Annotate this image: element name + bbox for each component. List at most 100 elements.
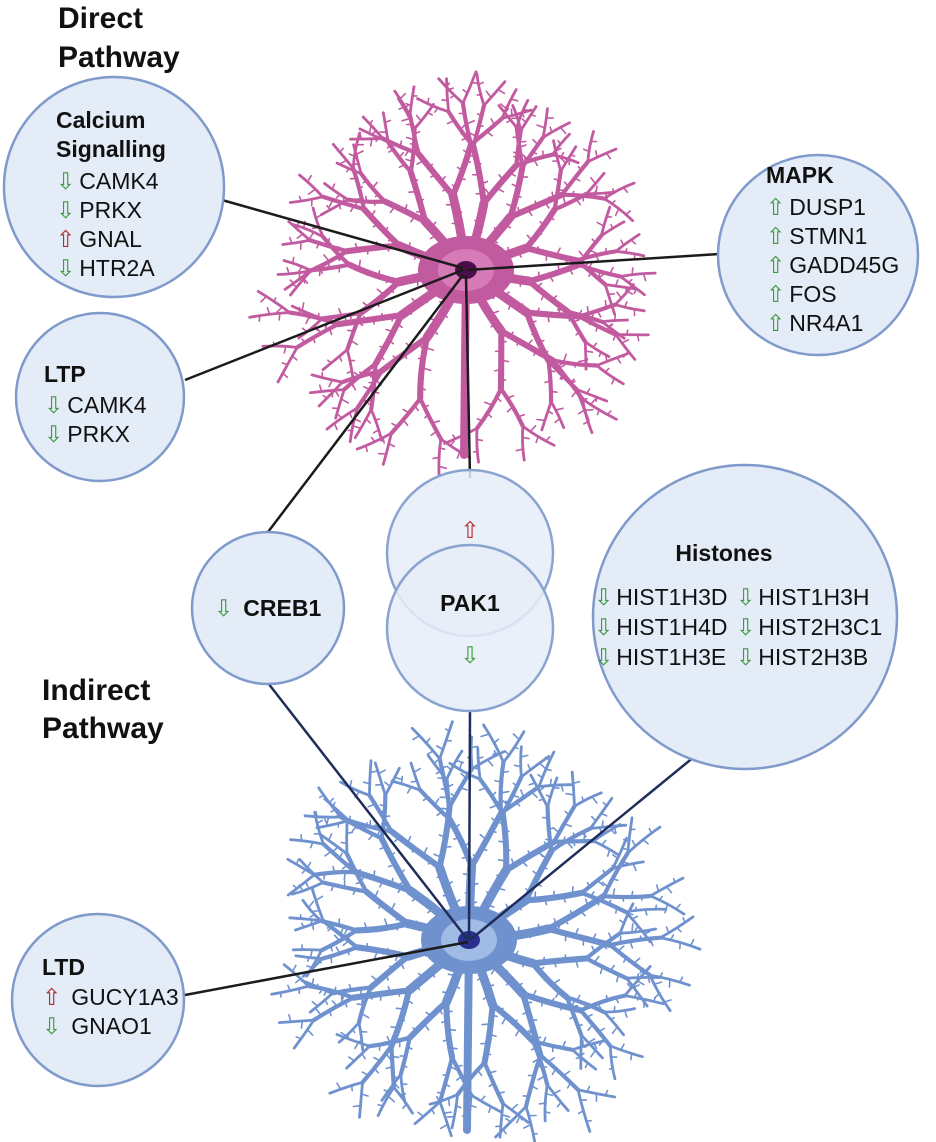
dendrite-spine: [389, 965, 395, 970]
dendrite-spine: [396, 322, 403, 329]
dendrite-spine: [543, 897, 548, 906]
dendrite-spine: [600, 812, 608, 817]
dendrite-spine: [405, 158, 413, 162]
dendrite-branch: [541, 121, 571, 139]
dendrite-spine: [563, 823, 573, 828]
dendrite-spine: [340, 1031, 347, 1037]
dendrite-spine: [432, 456, 441, 460]
dendrite-spine: [541, 816, 550, 820]
dendrite-spine: [417, 972, 425, 979]
dendrite-spine: [424, 413, 430, 419]
dendrite-spine: [412, 735, 420, 741]
dendrite-spine: [366, 248, 369, 255]
dendrite-spine: [575, 330, 581, 336]
gene-row: ⇧GNAL: [56, 226, 142, 252]
dendrite-spine: [387, 237, 394, 242]
dendrite-spine: [466, 120, 476, 125]
up-arrow-icon: ⇧: [766, 310, 785, 336]
dendrite-spine: [461, 842, 470, 849]
dendrite-spine: [604, 1089, 609, 1096]
dendrite-spine: [487, 759, 494, 767]
dendrite-spine: [547, 1056, 556, 1063]
calcium-signalling-heading-line1: Calcium: [56, 107, 145, 133]
dendrite-spine: [621, 895, 625, 902]
dendrite-spine: [494, 779, 504, 784]
dendrite-spine: [504, 750, 510, 756]
gene-row: ⇩HIST2H3C1: [736, 614, 882, 640]
dendrite-spine: [315, 214, 322, 219]
dendrite-branch: [372, 312, 405, 368]
dendrite-branch: [445, 77, 450, 114]
dendrite-spine: [542, 1036, 547, 1045]
dendrite-branch: [476, 746, 482, 781]
gene-row: ⇩CAMK4: [56, 168, 159, 194]
dendrite-spine: [510, 108, 513, 117]
dendrite-spine: [430, 173, 437, 178]
dendrite-spine: [385, 328, 394, 333]
dendrite-spine: [588, 271, 592, 278]
dendrite-spine: [541, 866, 548, 870]
dendrite-spine: [519, 789, 525, 799]
dendrite-spine: [356, 321, 364, 327]
dendrite-branch: [564, 995, 607, 1015]
dendrite-spine: [486, 904, 495, 908]
dendrite-spine: [592, 342, 598, 348]
dendrite-spine: [478, 786, 487, 792]
down-arrow-icon: ⇩: [214, 595, 233, 621]
dendrite-spine: [480, 847, 488, 852]
calcium-signalling-heading-line2: Signalling: [56, 136, 166, 162]
dendrite-spine: [460, 772, 468, 780]
dendrite-spine: [515, 447, 525, 452]
dendrite-spine: [331, 183, 336, 190]
dendrite-spine: [604, 299, 608, 309]
dendrite-spine: [331, 389, 334, 398]
dendrite-spine: [369, 130, 378, 136]
dendrite-spine: [422, 847, 428, 857]
dendrite-spine: [577, 359, 587, 363]
dendrite-spine: [342, 939, 350, 947]
dendrite-spine: [610, 223, 614, 230]
dendrite-spine: [601, 881, 610, 889]
dendrite-spine: [538, 762, 547, 770]
dendrite-spine: [608, 1067, 615, 1070]
dendrite-spine: [442, 1111, 453, 1114]
dendrite-branch: [531, 1039, 550, 1087]
dendrite-branch: [426, 754, 448, 782]
dendrite-spine: [545, 794, 552, 799]
dendrite-spine: [356, 1003, 366, 1006]
dendrite-spine: [393, 836, 401, 843]
dendrite-spine: [552, 978, 561, 985]
dendrite-spine: [555, 247, 561, 257]
dendrite-branch: [339, 780, 371, 797]
connector-lines: [184, 198, 736, 997]
up-arrow-icon: ⇧: [766, 252, 785, 278]
dendrite-branch: [570, 1039, 607, 1052]
dendrite-spine: [629, 941, 634, 949]
dendrite-spine: [611, 376, 616, 385]
dendrite-spine: [521, 860, 528, 867]
dendrite-spine: [406, 786, 412, 794]
dendrite-spine: [614, 907, 618, 914]
dendrite-spine: [425, 737, 431, 745]
dendrite-spine: [609, 1016, 616, 1021]
dendrite-spine: [456, 166, 463, 171]
link-creb1-to-direct-neuron: [267, 274, 464, 533]
dendrite-spine: [401, 117, 410, 122]
dendrite-spine: [510, 858, 515, 867]
dendrite-spine: [485, 891, 493, 898]
dendrite-branch: [526, 261, 582, 285]
dendrite-spine: [497, 88, 506, 95]
dendrite-spine: [347, 329, 355, 333]
dendrite-spine: [560, 374, 566, 381]
dendrite-branch: [298, 173, 325, 199]
dendrite-spine: [500, 378, 507, 382]
dendrite-spine: [490, 1013, 498, 1018]
dendrite-spine: [593, 1042, 598, 1049]
dendrite-spine: [455, 211, 463, 215]
dendrite-spine: [398, 92, 407, 100]
dendrite-spine: [598, 350, 602, 358]
dendrite-spine: [400, 775, 404, 786]
dendrite-spine: [426, 750, 434, 756]
dendrite-spine: [490, 791, 497, 798]
dendrite-branch: [529, 955, 590, 967]
